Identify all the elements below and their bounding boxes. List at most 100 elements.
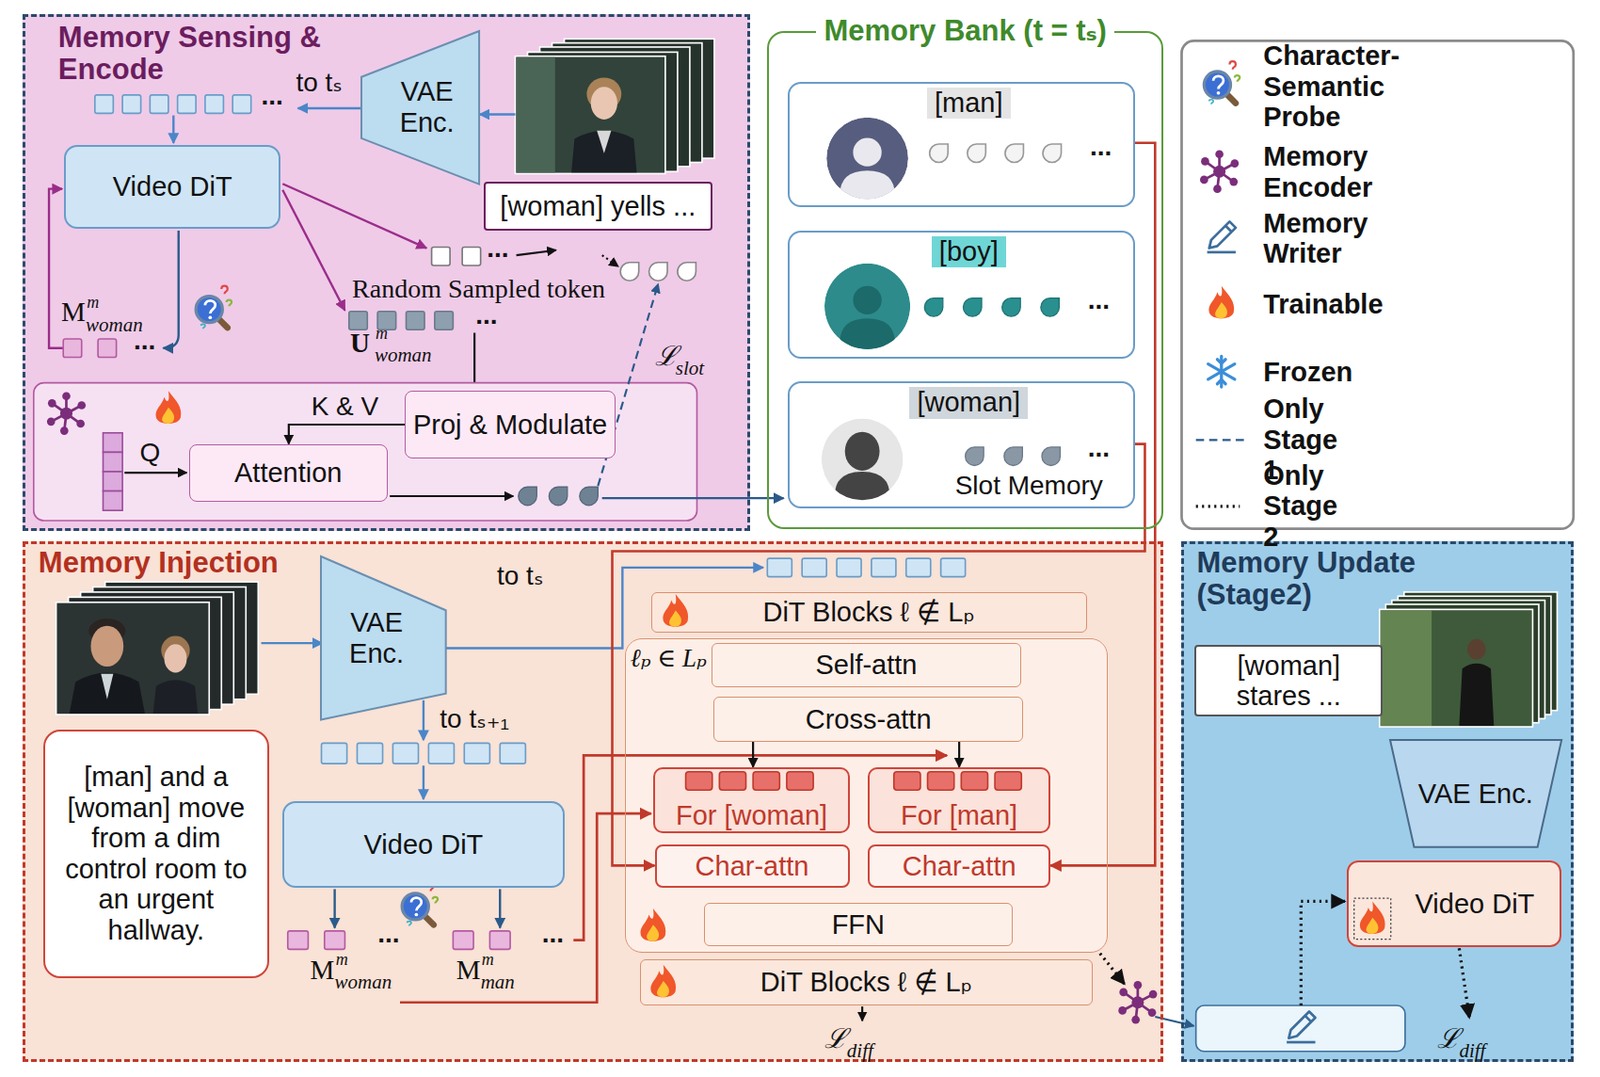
annotation-label: Q [140, 437, 161, 468]
video-frames [1467, 639, 1487, 660]
legend-writer-icon [1207, 221, 1236, 253]
node-fill [1346, 860, 1562, 947]
character-tokens [994, 771, 1022, 791]
legend-item: Frozen [1263, 355, 1353, 386]
node-label: Self-attn [815, 649, 917, 680]
annotation-label: woman [374, 343, 432, 367]
legend-dotted-sample [1196, 504, 1241, 508]
memory-slots-boy [1040, 298, 1060, 318]
flow-arrow [498, 888, 501, 928]
query-tokens [103, 451, 124, 472]
node-fill [787, 230, 1136, 359]
memory-tokens [324, 930, 346, 950]
latent-tokens [428, 742, 454, 764]
node-label: [man] and a [woman] move from a dim cont… [54, 761, 259, 945]
label-anchor: ... [486, 235, 509, 262]
node-fill [22, 541, 1164, 1062]
legend-frozen-icon [1208, 355, 1235, 387]
section-panel: Memory Sensing & EncodeVAE Enc.[woman] y… [22, 14, 751, 531]
latent-tokens [767, 558, 965, 577]
video-frames [1380, 609, 1432, 726]
label-anchor: ... [261, 82, 284, 110]
annotation-label: to tₛ₊₁ [439, 704, 510, 735]
memory-tokens [63, 338, 116, 358]
node-label: Char-attn [695, 850, 810, 881]
label-anchor: ... [542, 920, 564, 947]
query-tokens [103, 432, 124, 453]
target-tokens [620, 262, 640, 282]
memory-tokens [452, 930, 474, 950]
avatar-man [839, 137, 896, 201]
annotation-label: m [336, 949, 349, 970]
caption-box: [woman] stares ... [1194, 644, 1383, 717]
writer-icon [1286, 1011, 1315, 1043]
label-anchor: to tₛ₊₁ [439, 704, 510, 735]
memory-tokens [489, 930, 511, 950]
legend-text: Only Stage 2 [1263, 460, 1338, 552]
feature-tokens [349, 311, 454, 331]
flow-arrow [333, 888, 336, 928]
trainable-marker [1354, 897, 1392, 939]
label-anchor: diff [1458, 1039, 1486, 1062]
latent-tokens [205, 95, 224, 114]
memory-slots-boy [962, 298, 982, 318]
node-fill [867, 767, 1051, 833]
label-anchor: slot [675, 356, 704, 380]
node-label: Video DiT [1415, 888, 1536, 919]
label-anchor: ... [1089, 133, 1112, 160]
node-label: VAE Enc. [320, 607, 433, 669]
video-frames [90, 625, 124, 667]
latent-tokens [941, 558, 966, 577]
connector [288, 424, 405, 445]
node-label: Video DiT [364, 829, 484, 860]
annotation-label: ... [542, 920, 564, 947]
node-label: [woman] stares ... [1196, 650, 1381, 712]
encoder-trapezoid: VAE Enc. [361, 31, 480, 185]
slot-tokens [518, 486, 599, 506]
layer-box: Self-attn [711, 642, 1022, 688]
video-frames [164, 643, 188, 672]
latent-tokens [499, 742, 526, 764]
label-anchor: ... [1088, 434, 1110, 462]
flow-arrow [444, 567, 764, 649]
stage2-arrow [1100, 953, 1125, 985]
node-label: For [woman] [675, 800, 828, 831]
label-anchor: ... [475, 302, 497, 329]
character-tokens [686, 771, 1023, 791]
block-box: DiT Blocks ℓ ∉ Lₚ [640, 959, 1093, 1006]
node-label: Char-attn [902, 850, 1017, 881]
annotation-label: to tₛ [496, 560, 544, 592]
memory-slots-man [929, 144, 1062, 163]
label-anchor: woman [374, 343, 432, 367]
label-anchor: ... [377, 920, 400, 947]
node-label: VAE Enc. [374, 76, 480, 138]
label-anchor: M [61, 296, 86, 328]
character-tokens [719, 771, 746, 791]
node-label: Memory Injection [38, 546, 1161, 579]
avatar-woman [834, 438, 891, 502]
memory-slots-woman [965, 447, 985, 466]
probe-icon [195, 286, 232, 330]
node-fill [22, 14, 751, 531]
section-panel: Memory Update (Stage2)[woman] stares ...… [1181, 541, 1573, 1062]
annotation-label: slot [675, 356, 704, 380]
legend-encoder-icon [1200, 149, 1239, 193]
annotation-label: diff [1458, 1039, 1486, 1062]
encoder-icon [47, 391, 86, 435]
trapezoid-outline [320, 556, 447, 720]
trainable-icon [650, 964, 676, 998]
legend-item: Memory Writer [1263, 207, 1368, 269]
model-box: Video DiT [1346, 860, 1562, 947]
model-box: Video DiT [282, 800, 564, 888]
trainable-icon [1360, 900, 1386, 934]
annotation-label: ... [486, 235, 509, 262]
connector [752, 741, 754, 768]
character-tokens [960, 771, 988, 791]
annotation-label: m [86, 292, 99, 313]
node-label: For [man] [900, 800, 1018, 831]
target-tokens [649, 262, 669, 282]
layer-box: Cross-attn [713, 696, 1024, 742]
label-anchor: ℒ [1437, 1023, 1460, 1055]
label-anchor: ℒ [655, 340, 678, 372]
